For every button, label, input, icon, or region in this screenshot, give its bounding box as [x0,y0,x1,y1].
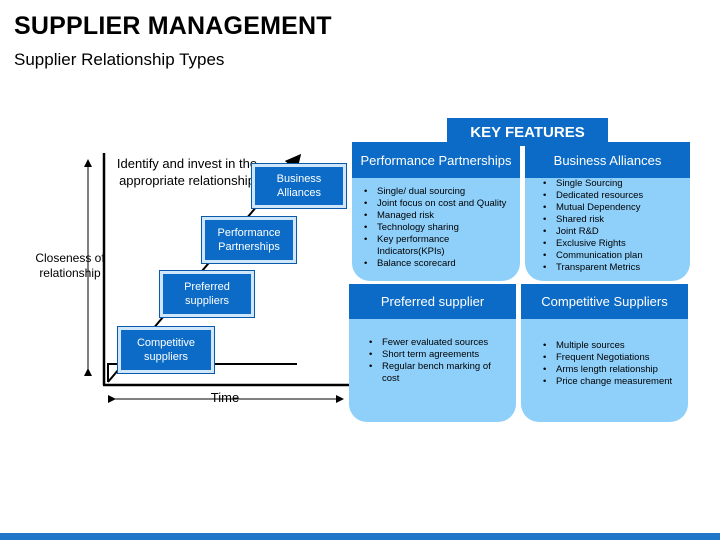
feature-list: Single Sourcing Dedicated resources Mutu… [543,178,643,274]
footer-bar [0,533,720,540]
list-item: Shared risk [543,214,643,226]
staircase-line [107,363,297,382]
list-item: Price change measurement [543,376,672,388]
step-competitive-suppliers: Competitive suppliers [118,327,214,373]
card-competitive-suppliers: Multiple sources Frequent Negotiations A… [521,319,688,422]
card-title-performance-partnerships: Performance Partnerships [352,142,520,178]
list-item: Dedicated resources [543,190,643,202]
step-business-alliances: Business Alliances [252,164,346,208]
list-item: Single Sourcing [543,178,643,190]
feature-list: Single/ dual sourcing Joint focus on cos… [364,186,506,270]
feature-list: Fewer evaluated sources Short term agree… [369,337,497,385]
list-item: Balance scorecard [364,258,506,270]
diagram-annotation: Identify and invest in the appropriate r… [116,156,258,188]
card-preferred-supplier: Fewer evaluated sources Short term agree… [349,319,516,422]
step-performance-partnerships: Performance Partnerships [202,217,296,263]
step-preferred-suppliers: Preferred suppliers [160,271,254,317]
list-item: Regular bench marking of cost [369,361,497,385]
card-business-alliances: Single Sourcing Dedicated resources Mutu… [525,178,690,281]
list-item: Arms length relationship [543,364,672,376]
list-item: Technology sharing [364,222,506,234]
page-subtitle: Supplier Relationship Types [14,50,225,69]
card-title-competitive-suppliers: Competitive Suppliers [521,284,688,319]
card-title-business-alliances: Business Alliances [525,142,690,178]
list-item: Key performance Indicators(KPIs) [364,234,477,258]
x-axis-label: Time [210,390,240,405]
list-item: Frequent Negotiations [543,352,672,364]
list-item: Managed risk [364,210,506,222]
list-item: Communication plan [543,250,643,262]
list-item: Joint R&D [543,226,643,238]
list-item: Fewer evaluated sources [369,337,497,349]
list-item: Short term agreements [369,349,497,361]
card-performance-partnerships: Single/ dual sourcing Joint focus on cos… [352,178,520,281]
list-item: Single/ dual sourcing [364,186,506,198]
card-title-preferred-supplier: Preferred supplier [349,284,516,319]
list-item: Joint focus on cost and Quality [364,198,506,210]
list-item: Exclusive Rights [543,238,643,250]
y-axis-label: Closeness of relationship [35,251,105,280]
key-features-header: KEY FEATURES [447,118,608,146]
feature-list: Multiple sources Frequent Negotiations A… [543,340,672,388]
list-item: Mutual Dependency [543,202,643,214]
list-item: Transparent Metrics [543,262,643,274]
list-item: Multiple sources [543,340,672,352]
page-title: SUPPLIER MANAGEMENT [14,12,332,40]
